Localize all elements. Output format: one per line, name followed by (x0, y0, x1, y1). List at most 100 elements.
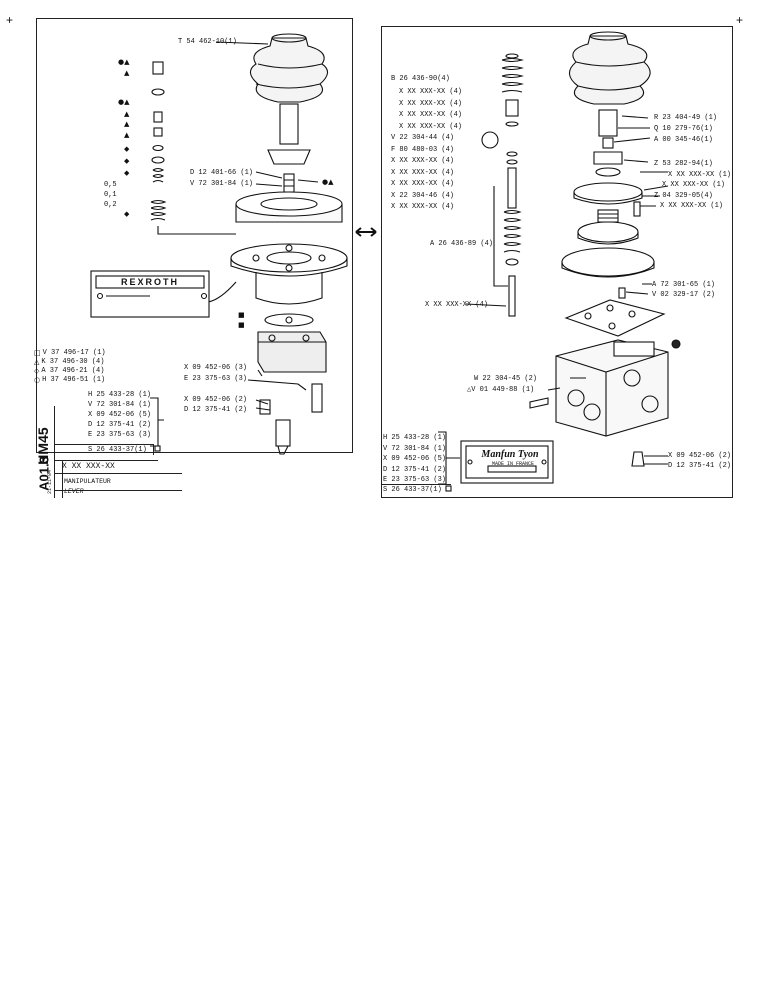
bullet-symbols-6: ▲ (124, 131, 130, 139)
bullet-symbols-10: ◆ (124, 210, 130, 218)
spool-stack (150, 61, 236, 235)
body-label-2: △V 01 449-88 (1) (467, 386, 535, 394)
part-label: Z 04 329-05(4) (654, 191, 713, 200)
kit-item: X 09 452-06 (5) (383, 455, 447, 463)
bullet-symbols-12: ■ (238, 321, 245, 329)
plate-label-1: A 72 301-65 (1) (652, 281, 716, 289)
legend-text: V 37 496-17 (1) (42, 349, 106, 357)
bullet-symbols-7: ◆ (124, 145, 130, 153)
spring-value-2: 0,1 (104, 191, 117, 199)
base-flange (230, 243, 348, 305)
left-drawing-frame (36, 18, 353, 453)
right-right-label-column: R 23 404-49 (1) Q 10 279-76(1) A 00 345-… (654, 114, 731, 213)
corner-mark-right: + (736, 13, 744, 27)
part-label: X XX XXX-XX (1) (660, 202, 724, 210)
right-left-label-column: B 26 436-90(4) X XX XXX-XX (4) X XX XXX-… (391, 75, 462, 215)
top-part-label: T 54 462-10(1) (178, 38, 237, 46)
kit-item: E 23 375-63 (3) (88, 431, 152, 439)
bullet-symbols-4: ▲ (124, 110, 130, 118)
part-label: X XX XXX-XX (1) (668, 170, 732, 179)
bullet-symbols-3: ●▲ (118, 98, 130, 106)
right-drawing-frame (381, 26, 733, 498)
part-label: Q 10 279-76(1) (654, 125, 713, 133)
gasket (264, 313, 314, 327)
kit-item: H 25 433-28 (1) (88, 391, 152, 399)
right-valve-label-2: D 12 375-41 (2) (668, 462, 732, 470)
kit-item: V 72 301-84 (1) (88, 401, 152, 409)
right-valve-label-1: X 09 452-06 (2) (668, 452, 732, 460)
bullet-symbols-11: ■ (238, 311, 245, 319)
part-label: A 00 345-46(1) (654, 135, 713, 144)
part-label: X XX XXX-XX (4) (391, 203, 455, 211)
part-label: X XX XXX-XX (4) (391, 157, 455, 165)
lever-cone (267, 149, 311, 165)
title-block-date-col (54, 460, 63, 498)
part-label: X XX XXX-XX (4) (399, 99, 463, 108)
rexroth-brand-plate: REXROTH (96, 276, 204, 288)
right-kit-list: H 25 433-28 (1) V 72 301-84 (1) X 09 452… (383, 434, 446, 487)
title-block-rows (54, 460, 158, 499)
side-marker: ●▲ (322, 178, 334, 186)
bullet-symbols-1: ●▲ (118, 58, 130, 66)
spring-assembly-label: A 26 436-89 (4) (430, 240, 494, 248)
legend-text: K 37 496-30 (4) (41, 358, 105, 366)
title-block-model-col (30, 406, 55, 498)
spring-value-3: 0,2 (104, 201, 117, 209)
rubber-boot-left (249, 33, 329, 103)
part-label: X XX XXX-XX (4) (391, 180, 455, 188)
title-block-divider-1 (54, 473, 182, 474)
body-label-1: W 22 304-45 (2) (474, 375, 538, 383)
legend-symbol: □ (34, 349, 41, 357)
rubber-boot-right (568, 31, 651, 105)
stem-part-label-2: V 72 301-84 (1) (190, 180, 254, 188)
part-label: R 23 404-49 (1) (654, 114, 718, 122)
legend-row: ◇A 37 496-21 (4) (34, 367, 106, 376)
kit-item: H 25 433-28 (1) (383, 434, 447, 442)
legend-row: ○H 37 496-51 (1) (34, 376, 106, 385)
valve-label-3: X 09 452-06 (2) (184, 396, 248, 404)
mansun-brand-text-box: Manfun Tyon (472, 447, 548, 461)
lever-stem (279, 103, 299, 145)
kit-item: X 09 452-06 (5) (88, 411, 152, 419)
valve-label-4: D 12 375-41 (2) (184, 406, 248, 414)
symbol-legend: □V 37 496-17 (1) △K 37 496-30 (4) ◇A 37 … (34, 349, 106, 385)
pin-label: X XX XXX-XX (4) (425, 301, 489, 309)
part-label: Z 53 282-94(1) (654, 159, 713, 168)
right-kit-ref-box (381, 484, 451, 495)
legend-text: H 37 496-51 (1) (42, 376, 106, 384)
right-kit-ref: S 26 433-37(1) (383, 486, 442, 494)
valve-block-right (529, 339, 669, 437)
upper-plate (235, 191, 343, 223)
part-label: X XX XXX-XX (1) (662, 181, 726, 189)
title-block (30, 406, 182, 499)
mansun-brand-subtext: MADE IN FRANCE (492, 461, 535, 467)
part-label: X XX XXX-XX (4) (391, 168, 455, 177)
spool-column-right (481, 53, 524, 317)
kit-item: E 23 375-63 (3) (383, 476, 447, 484)
part-label: X XX XXX-XX (4) (399, 111, 463, 119)
nut (593, 151, 623, 165)
title-french: MANIPULATEUR (64, 478, 111, 485)
valve-label-1: X 09 452-06 (3) (184, 364, 248, 372)
part-label: B 26 436-90(4) (391, 75, 450, 83)
title-block-divider-2 (54, 490, 182, 491)
left-kit-ref: S 26 433-37(1) (88, 446, 147, 454)
mansun-brand-text: Manfun Tyon (481, 448, 539, 460)
part-label: X XX XXX-XX (4) (399, 122, 463, 131)
valve-body-left (257, 331, 327, 373)
kit-item: D 12 375-41 (2) (383, 465, 447, 474)
kit-item: V 72 301-84 (1) (383, 444, 447, 453)
kit-item: D 12 375-41 (2) (88, 421, 152, 429)
valve-label-2: E 23 375-63 (3) (184, 375, 248, 383)
left-kit-list: H 25 433-28 (1) V 72 301-84 (1) X 09 452… (88, 391, 151, 441)
legend-symbol: ◇ (34, 367, 40, 375)
bullet-symbols-2: ▲ (124, 69, 130, 77)
part-number: X XX XXX-XX (62, 462, 115, 471)
bullet-symbols-8: ◆ (124, 157, 130, 165)
gasket-plate-right (564, 299, 666, 337)
part-label: V 22 304-44 (4) (391, 134, 455, 142)
legend-text: A 37 496-21 (4) (41, 367, 105, 375)
legend-row: △K 37 496-30 (4) (34, 358, 106, 367)
issue-date: 21-11-84 (47, 469, 54, 495)
part-label: X XX XXX-XX (4) (399, 88, 463, 96)
